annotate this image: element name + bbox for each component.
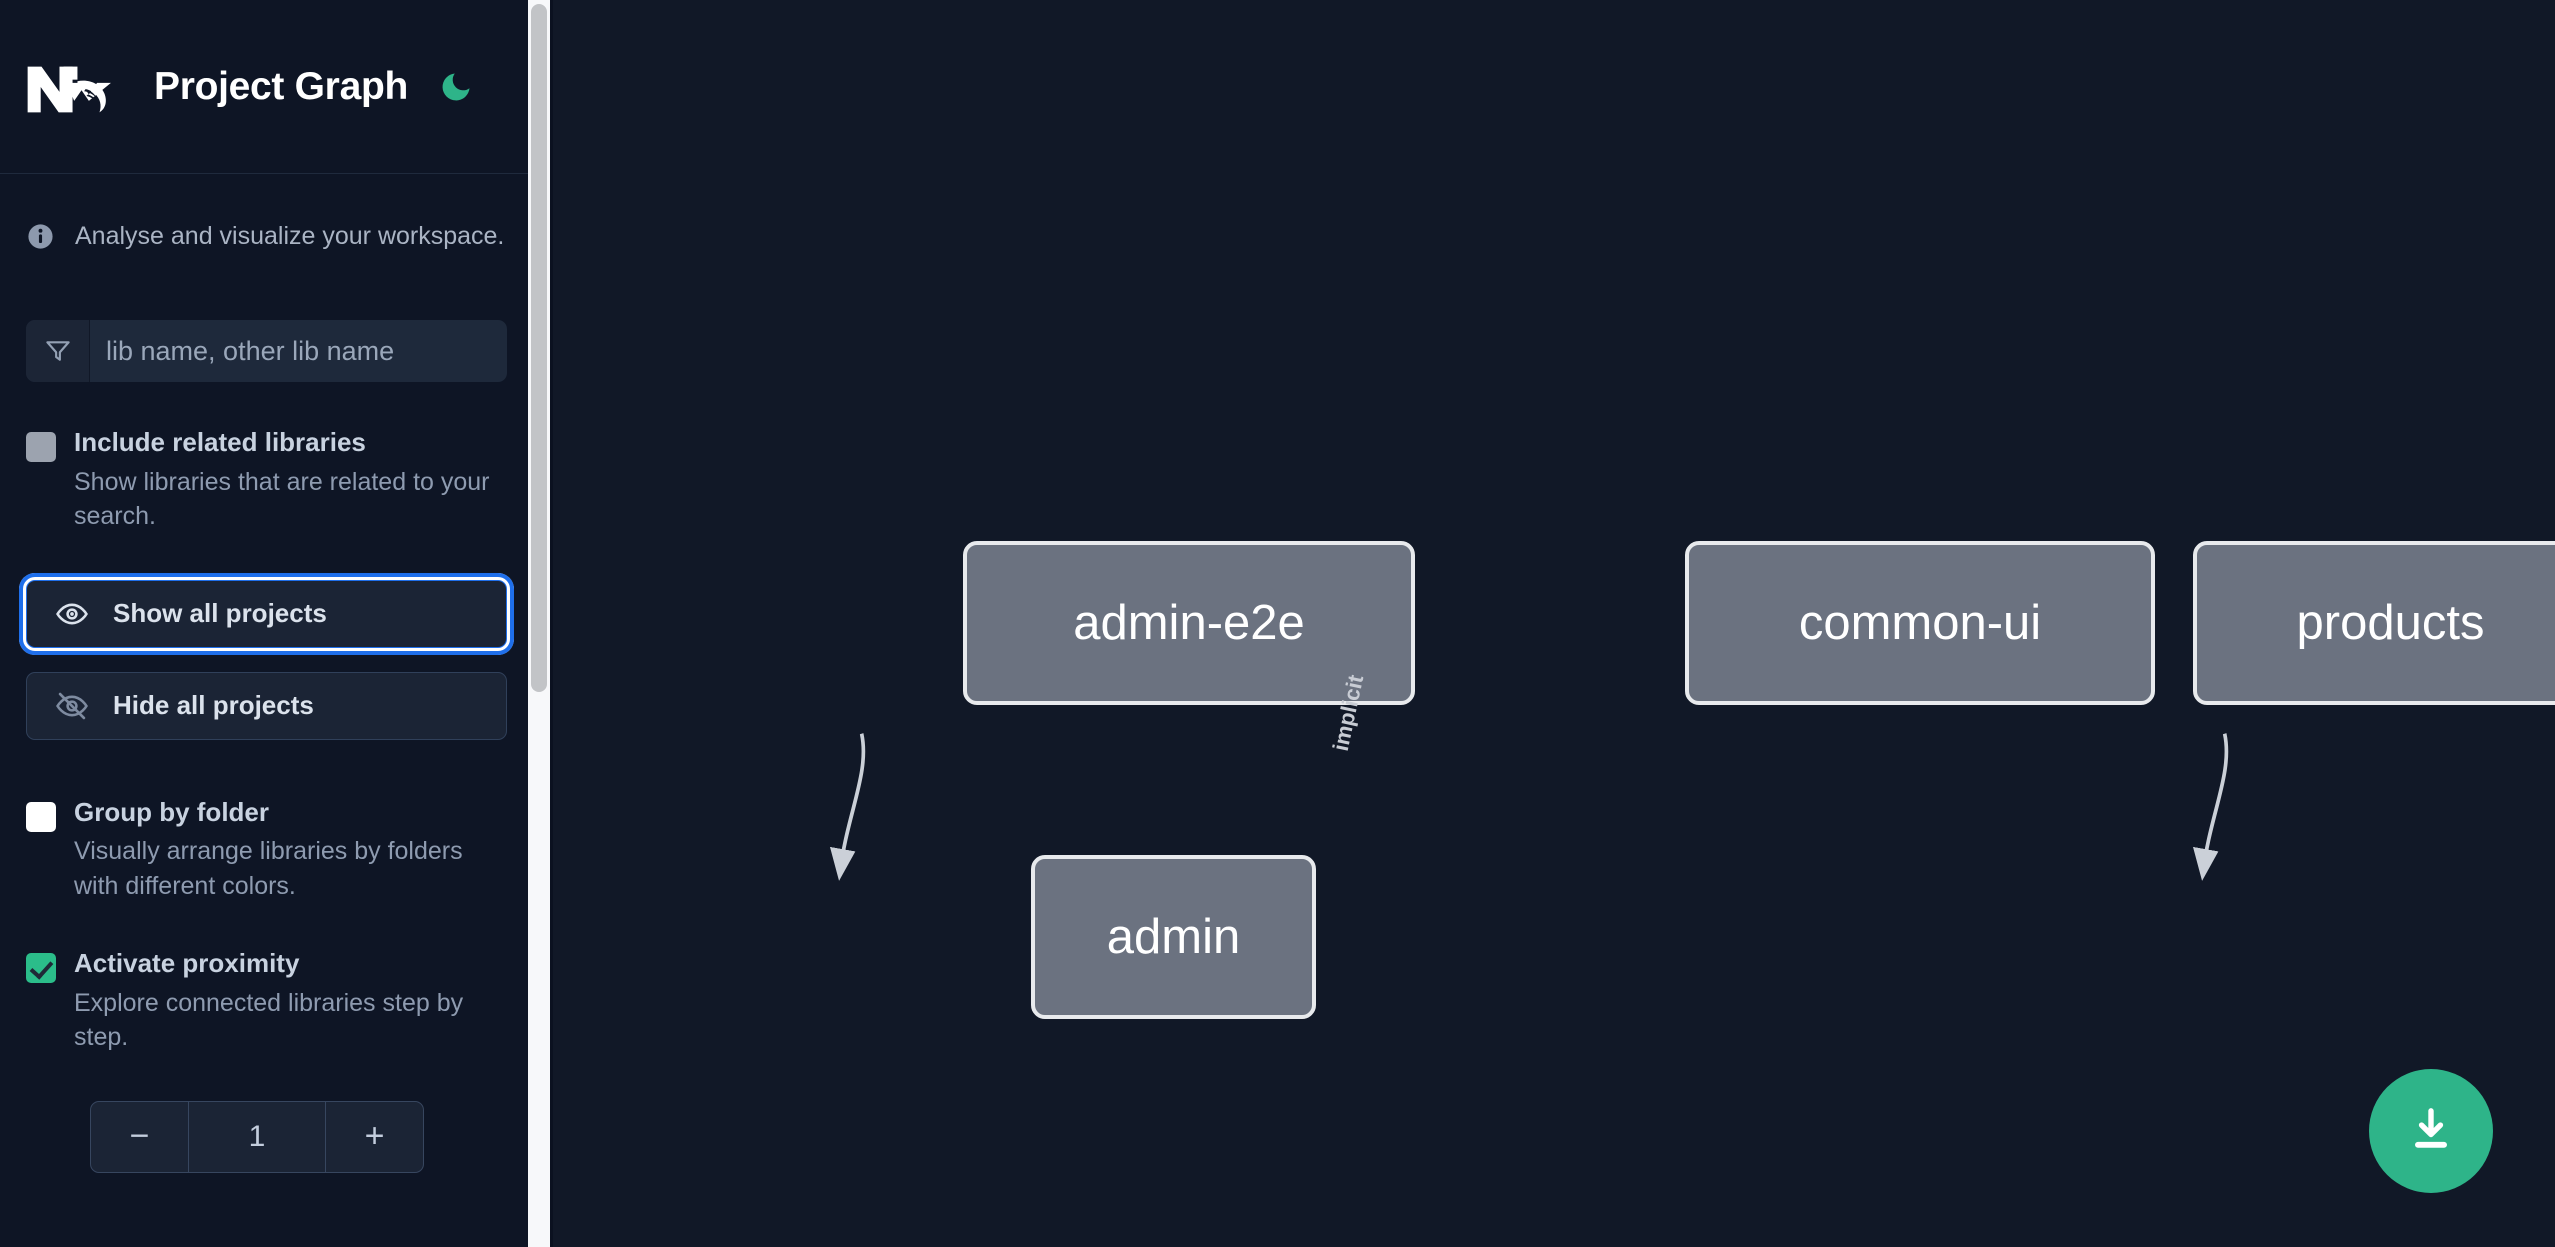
option-label-include-related-libraries: Include related libraries: [74, 427, 366, 457]
option-label-group-by-folder: Group by folder: [74, 796, 269, 827]
graph-node-products[interactable]: products: [2193, 541, 2555, 705]
search-input-wrapper[interactable]: [26, 320, 507, 382]
moon-icon[interactable]: [438, 69, 474, 105]
eye-off-icon: [55, 689, 89, 723]
option-description-group-by-folder: Visually arrange libraries by folders wi…: [74, 837, 463, 900]
filter-icon-box: [26, 320, 90, 382]
graph-node-common-ui[interactable]: common-ui: [1685, 541, 2155, 705]
eye-icon: [55, 597, 89, 631]
option-activate-proximity[interactable]: Activate proximity Explore connected lib…: [26, 947, 507, 1055]
option-include-related-libraries[interactable]: Include related libraries Show libraries…: [26, 426, 507, 534]
edge-store-e2e-to-store: [2192, 733, 2229, 881]
search-input[interactable]: [90, 320, 507, 382]
graph-node-admin[interactable]: admin: [1031, 855, 1316, 1019]
checkbox-activate-proximity[interactable]: [26, 953, 56, 983]
hide-all-projects-button[interactable]: Hide all projects: [26, 671, 507, 740]
workspace-tagline: Analyse and visualize your workspace.: [0, 174, 533, 264]
edge-admin-e2e-to-admin: [829, 733, 866, 881]
sidebar-scrollbar-thumb[interactable]: [531, 4, 547, 692]
checkbox-group-by-folder[interactable]: [26, 801, 56, 832]
option-label-activate-proximity: Activate proximity: [74, 948, 300, 978]
option-group-by-folder[interactable]: Group by folder Visually arrange librari…: [26, 796, 507, 904]
option-description-include-related-libraries: Show libraries that are related to your …: [74, 467, 490, 531]
sidebar: Project Graph Analyse and visualize yo: [0, 0, 553, 1247]
proximity-stepper[interactable]: − 1 +: [90, 1100, 424, 1173]
page-title: Project Graph: [154, 64, 408, 108]
tagline-text: Analyse and visualize your workspace.: [75, 221, 505, 250]
show-all-projects-button[interactable]: Show all projects: [19, 572, 514, 655]
nx-logo-icon: [26, 58, 124, 116]
sidebar-border: [550, 0, 553, 1247]
download-graph-button[interactable]: [2369, 1069, 2493, 1193]
download-icon: [2404, 1103, 2458, 1160]
graph-edges: [829, 733, 2229, 881]
option-description-activate-proximity: Explore connected libraries step by step…: [74, 988, 464, 1052]
hide-all-projects-label: Hide all projects: [113, 690, 314, 720]
checkbox-include-related-libraries[interactable]: [26, 432, 56, 462]
proximity-increment-button[interactable]: +: [325, 1101, 423, 1172]
graph-canvas[interactable]: admin-e2e common-ui products store-e2e a…: [553, 0, 2555, 1247]
sidebar-scrollbar-track[interactable]: [528, 0, 550, 1247]
proximity-decrement-button[interactable]: −: [91, 1101, 189, 1172]
proximity-value: 1: [248, 1119, 266, 1153]
graph-node-admin-e2e[interactable]: admin-e2e: [963, 541, 1415, 705]
filter-icon: [43, 336, 73, 366]
show-all-projects-label: Show all projects: [113, 598, 327, 628]
info-icon: [26, 222, 55, 251]
sidebar-header: Project Graph: [0, 0, 533, 174]
